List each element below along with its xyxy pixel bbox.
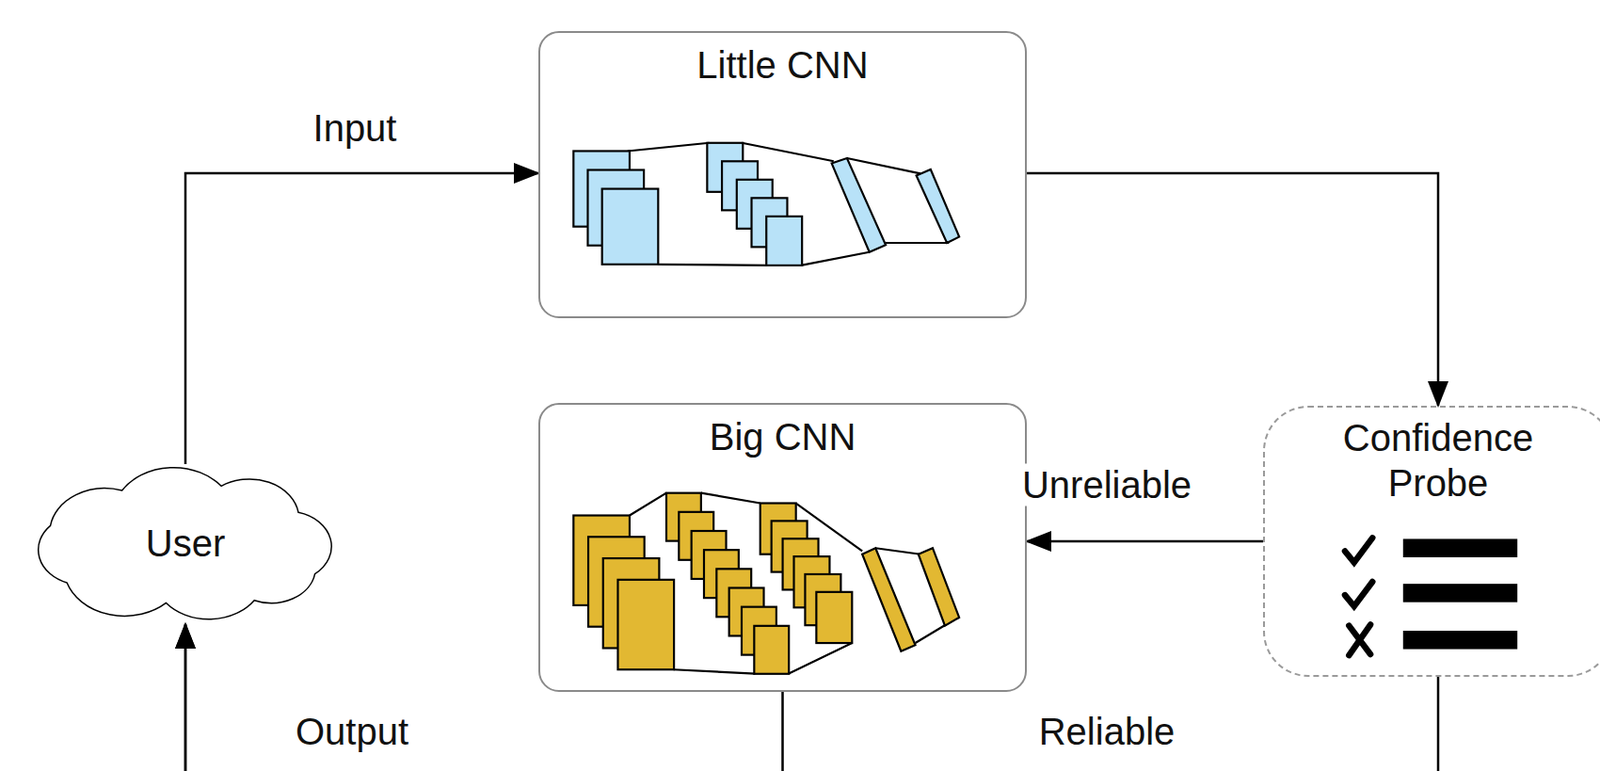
node-title: User: [145, 520, 225, 566]
probe-box: Confidence Probe: [1263, 405, 1600, 677]
flow-arrow: [1026, 540, 1264, 544]
flow-arrow: [185, 173, 539, 464]
check-symbol: [1348, 624, 1371, 656]
feature-map: [766, 216, 802, 266]
node-title: Confidence Probe: [1311, 415, 1566, 506]
edge-label: Reliable: [1033, 710, 1182, 753]
edge-label: Input: [307, 107, 403, 150]
layer-outline: [657, 264, 768, 266]
cloud-shape: [38, 467, 332, 620]
layer-outline: [915, 624, 947, 644]
edge-label: Unreliable: [1016, 464, 1198, 507]
dense-layer: [916, 169, 960, 243]
user-cloud: User: [33, 464, 337, 623]
network-illustrations: [573, 143, 1518, 674]
layer-outline: [701, 493, 761, 504]
layer-outline: [788, 642, 852, 674]
node-title: Little CNN: [540, 42, 1025, 88]
check-symbol: [1344, 581, 1373, 607]
layer-outline: [741, 143, 834, 162]
layer-outline: [627, 143, 710, 152]
list-bar: [1403, 583, 1518, 603]
layer-outline: [673, 669, 756, 673]
model-box: Big CNN: [538, 402, 1027, 692]
layer-outline: [885, 241, 949, 244]
feature-map: [602, 189, 659, 265]
dense-layer: [832, 158, 886, 253]
flow-arrow: [1026, 173, 1439, 406]
flow-arrow: [185, 624, 1439, 771]
feature-map: [816, 592, 852, 643]
list-bar: [1403, 630, 1518, 650]
feature-map: [617, 579, 674, 670]
layer-outline: [800, 252, 870, 266]
node-title: Big CNN: [540, 414, 1025, 460]
dense-layer: [918, 547, 960, 625]
edge-label: Output: [289, 710, 415, 753]
layer-outline: [875, 547, 921, 555]
feature-map: [753, 625, 789, 674]
layer-outline: [629, 493, 667, 516]
check-symbol: [1344, 537, 1373, 562]
dense-layer: [862, 547, 915, 652]
list-bar: [1403, 538, 1518, 558]
layer-outline: [847, 158, 921, 174]
model-box: Little CNN: [538, 31, 1027, 319]
flow-arrow: [185, 624, 784, 771]
